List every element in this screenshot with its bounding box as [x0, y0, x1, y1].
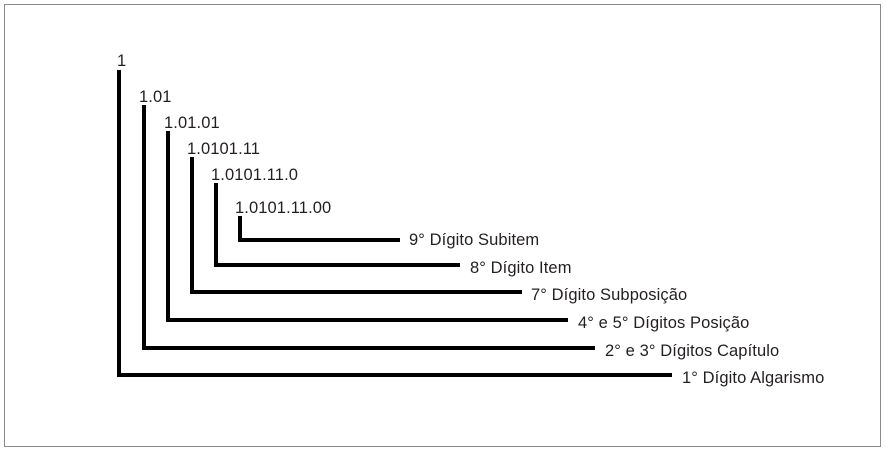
description-label-2: 2° e 3° Dígitos Capítulo — [605, 342, 780, 360]
description-label-5: 8° Dígito Item — [470, 259, 572, 277]
description-label-4: 7° Dígito Subposição — [531, 286, 688, 304]
bracket-level-2 — [142, 105, 595, 350]
description-label-1: 1° Dígito Algarismo — [682, 369, 825, 387]
code-label-1: 1 — [117, 52, 127, 70]
code-label-2: 1.01 — [139, 88, 172, 106]
description-label-3: 4° e 5° Dígitos Posição — [578, 314, 750, 332]
code-label-6: 1.0101.11.00 — [235, 199, 332, 217]
code-label-3: 1.01.01 — [164, 114, 220, 132]
bracket-level-4 — [190, 157, 522, 294]
bracket-level-6 — [238, 216, 400, 242]
bracket-level-3 — [166, 131, 568, 322]
description-label-6: 9° Dígito Subitem — [409, 231, 540, 249]
bracket-level-1 — [117, 70, 672, 377]
bracket-level-5 — [214, 183, 460, 267]
code-label-4: 1.0101.11 — [187, 140, 261, 158]
code-label-5: 1.0101.11.0 — [211, 166, 299, 184]
